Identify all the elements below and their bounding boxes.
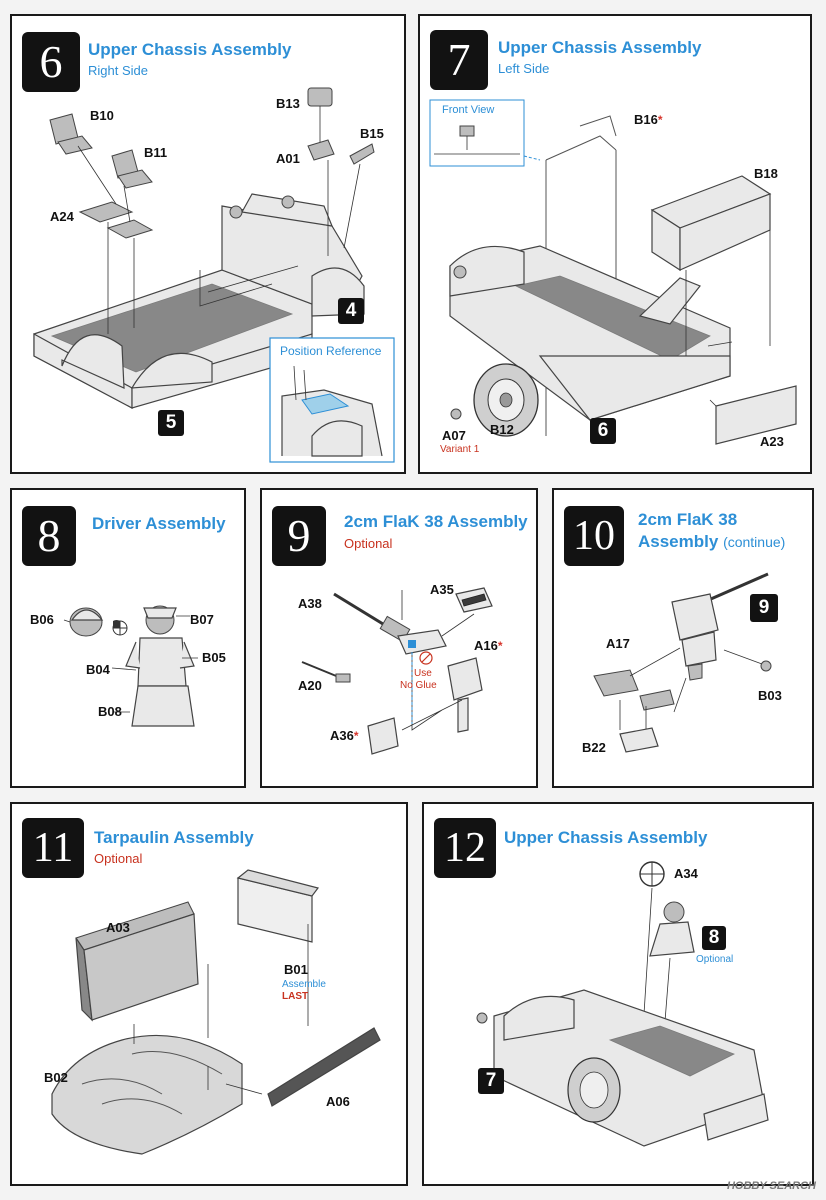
step-9-title: 2cm FlaK 38 Assembly: [344, 512, 528, 531]
step-7-number: 7: [430, 30, 488, 90]
step-11-panel: 11 Tarpaulin Assembly Optional A03 B01 A…: [10, 802, 408, 1186]
step-6-chassis-illustration: [33, 87, 395, 463]
step-7-subtitle: Left Side: [498, 61, 550, 76]
step-7-title: Upper Chassis Assembly: [498, 38, 702, 57]
part-label-a36: A36*: [330, 728, 359, 743]
part-label-b06: B06: [30, 612, 54, 627]
part-label-b04: B04: [86, 662, 110, 677]
step-6-panel: 6 Upper Chassis Assembly Right Side: [10, 14, 406, 474]
step-ref-9: 9: [750, 594, 778, 622]
watermark: HOBBY SEARCH: [726, 1180, 816, 1192]
step-ref-8: 8: [702, 926, 726, 950]
part-label-b12: B12: [490, 422, 514, 437]
step-10-panel: 10 2cm FlaK 38 Assembly (continue) 9 A17…: [552, 488, 814, 788]
part-label-b11: B11: [144, 145, 168, 160]
red-asterisk-icon: *: [497, 639, 503, 653]
part-label-a17: A17: [606, 636, 630, 651]
step-8-title: Driver Assembly: [92, 514, 226, 533]
part-label-a01: A01: [276, 151, 300, 166]
variant-note: Variant 1: [440, 444, 480, 455]
step-6-subtitle: Right Side: [88, 63, 148, 78]
part-label-a35: A35: [430, 582, 454, 597]
step-11-subtitle: Optional: [94, 851, 143, 866]
part-label-b07: B07: [190, 612, 214, 627]
step-ref-4: 4: [338, 298, 364, 324]
part-label-b08: B08: [98, 704, 122, 719]
step-9-flak-illustration: [301, 587, 493, 755]
step-9-subtitle: Optional: [344, 536, 393, 551]
step-12-vehicle-illustration: [476, 861, 769, 1147]
optional-note: Optional: [696, 954, 734, 965]
part-label-a24: A24: [50, 209, 74, 224]
part-label-b10: B10: [90, 108, 114, 123]
part-label-b02: B02: [44, 1070, 68, 1085]
step-11-number: 11: [22, 818, 84, 878]
part-label-a20: A20: [298, 678, 322, 693]
front-view-label: Front View: [442, 104, 495, 116]
red-asterisk-icon: *: [657, 113, 663, 127]
step-9-number: 9: [272, 506, 326, 566]
part-label-a16: A16*: [474, 638, 503, 653]
assemble-note: Assemble: [282, 979, 326, 990]
red-asterisk-icon: *: [353, 729, 359, 743]
part-label-b01: B01: [284, 962, 308, 977]
part-label-b18: B18: [754, 166, 778, 181]
step-10-flak-mount-illustration: [593, 572, 772, 753]
step-8-driver-illustration: [63, 605, 198, 727]
glue-note-no-glue: No Glue: [400, 680, 437, 691]
step-8-panel: 8 Driver Assembly B06 B07 B05 B04 B08: [10, 488, 246, 788]
part-label-b03: B03: [758, 688, 782, 703]
step-11-tarpaulin-illustration: [51, 869, 381, 1155]
part-label-b16: B16*: [634, 112, 663, 127]
part-label-a06: A06: [326, 1094, 350, 1109]
step-10-number: 10: [564, 506, 624, 566]
part-label-a23: A23: [760, 434, 784, 449]
step-7-chassis-illustration: [429, 99, 797, 445]
step-ref-6: 6: [590, 418, 616, 444]
step-12-number: 12: [434, 818, 496, 878]
step-9-panel: 9 2cm FlaK 38 Assembly Optional A38 A35 …: [260, 488, 538, 788]
part-label-a16-text: A16: [474, 638, 498, 653]
part-label-a34: A34: [674, 866, 698, 881]
last-note: LAST: [282, 991, 309, 1002]
step-8-number: 8: [22, 506, 76, 566]
step-12-title: Upper Chassis Assembly: [504, 828, 708, 847]
step-ref-5: 5: [158, 410, 184, 436]
part-label-b13: B13: [276, 96, 300, 111]
step-12-panel: 12 Upper Chassis Assembly A34 8 Optional…: [422, 802, 814, 1186]
step-6-title: Upper Chassis Assembly: [88, 40, 292, 59]
glue-note-use: Use: [414, 668, 432, 679]
part-label-b16-text: B16: [634, 112, 658, 127]
part-label-a03: A03: [106, 920, 130, 935]
step-7-panel: 7 Upper Chassis Assembly Left Side Front…: [418, 14, 812, 474]
part-label-a07: A07: [442, 428, 466, 443]
part-label-a36-text: A36: [330, 728, 354, 743]
position-reference-label: Position Reference: [280, 344, 382, 358]
step-ref-7: 7: [478, 1068, 504, 1094]
part-label-b05: B05: [202, 650, 226, 665]
step-10-title-assembly: Assembly: [638, 532, 719, 551]
step-10-title-suffix: (continue): [723, 534, 786, 550]
part-label-a38: A38: [298, 596, 322, 611]
step-10-title: 2cm FlaK 38: [638, 510, 738, 529]
step-6-number: 6: [22, 32, 80, 92]
part-label-b15: B15: [360, 126, 384, 141]
step-10-title-line2: Assembly (continue): [638, 532, 785, 552]
step-11-title: Tarpaulin Assembly: [94, 828, 254, 847]
part-label-b22: B22: [582, 740, 606, 755]
